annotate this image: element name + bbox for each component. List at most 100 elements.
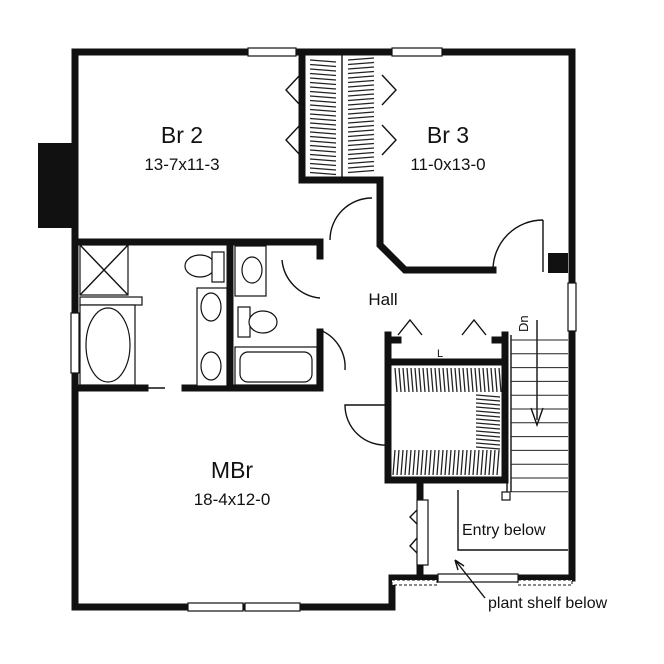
hanger bbox=[475, 434, 501, 438]
hanger bbox=[309, 77, 337, 81]
interior-walls bbox=[74, 51, 509, 582]
hanger bbox=[494, 367, 498, 393]
hanger bbox=[309, 68, 337, 72]
hanger bbox=[475, 446, 501, 450]
hanger bbox=[475, 430, 501, 434]
hanger bbox=[347, 138, 375, 142]
hanger bbox=[309, 95, 337, 99]
hanger bbox=[309, 167, 337, 171]
hanger bbox=[392, 449, 396, 476]
hanger bbox=[309, 149, 337, 153]
hanger bbox=[438, 367, 442, 393]
hanger bbox=[466, 367, 470, 393]
hanger bbox=[347, 57, 375, 61]
hanger bbox=[309, 81, 337, 86]
hanger bbox=[408, 449, 412, 476]
hanger bbox=[400, 449, 404, 476]
exterior-walls bbox=[71, 48, 576, 611]
hanger bbox=[309, 117, 337, 122]
hanger bbox=[402, 367, 406, 393]
hanger bbox=[475, 426, 501, 430]
hanger bbox=[468, 449, 472, 476]
hanger bbox=[347, 120, 375, 124]
hanger bbox=[472, 449, 476, 476]
bathroom-fixtures bbox=[79, 244, 318, 387]
hanger bbox=[426, 367, 430, 393]
hanger bbox=[436, 449, 440, 476]
hanger bbox=[309, 158, 337, 162]
hanger bbox=[309, 72, 337, 77]
hanger bbox=[347, 142, 375, 147]
hanger bbox=[488, 449, 492, 476]
hanger bbox=[412, 449, 416, 476]
hanger bbox=[420, 449, 424, 476]
hanger bbox=[309, 99, 337, 104]
plant-shelf-label: plant shelf below bbox=[488, 595, 608, 612]
hanger bbox=[414, 367, 418, 393]
hanger bbox=[424, 449, 428, 476]
hanger bbox=[475, 406, 501, 410]
hanger bbox=[309, 153, 337, 158]
hanger bbox=[454, 367, 458, 393]
hanger bbox=[309, 122, 337, 126]
hanger bbox=[462, 367, 466, 393]
windows bbox=[70, 47, 577, 612]
linen-shelf-label: L bbox=[437, 348, 443, 360]
hanger bbox=[410, 367, 414, 393]
room-name-hall: Hall bbox=[368, 290, 397, 309]
hanger bbox=[448, 449, 452, 476]
hanger bbox=[478, 367, 482, 393]
hanger bbox=[309, 131, 337, 135]
hanger bbox=[475, 398, 501, 402]
hanger bbox=[404, 449, 408, 476]
hanger bbox=[398, 367, 402, 393]
hanger bbox=[347, 169, 375, 174]
hanger bbox=[347, 70, 375, 75]
hanger bbox=[475, 410, 501, 414]
hanger bbox=[347, 88, 375, 93]
hanger bbox=[460, 449, 464, 476]
hanger bbox=[309, 59, 337, 63]
hanger bbox=[347, 151, 375, 156]
hanger bbox=[309, 135, 337, 140]
hanger bbox=[406, 367, 410, 393]
hanger bbox=[309, 90, 337, 95]
hanger bbox=[347, 102, 375, 106]
room-name-mbr: MBr bbox=[211, 457, 254, 483]
hanger bbox=[442, 367, 446, 393]
hanger bbox=[475, 394, 501, 398]
hanger bbox=[394, 367, 398, 393]
hanger bbox=[347, 75, 375, 79]
hanger bbox=[347, 84, 375, 88]
doors bbox=[145, 197, 544, 446]
hanger bbox=[475, 442, 501, 446]
hanger bbox=[475, 414, 501, 418]
hanger bbox=[396, 449, 400, 476]
hanger bbox=[428, 449, 432, 476]
hanger bbox=[482, 367, 486, 393]
hanger bbox=[475, 418, 501, 422]
hanger bbox=[446, 367, 450, 393]
plant-shelf bbox=[391, 559, 573, 599]
hanger bbox=[347, 79, 375, 84]
hanger bbox=[434, 367, 438, 393]
hanger bbox=[347, 129, 375, 133]
hanger bbox=[309, 63, 337, 68]
room-size-br3: 11-0x13-0 bbox=[410, 155, 485, 174]
hanger bbox=[347, 165, 375, 169]
stairs[interactable] bbox=[501, 320, 568, 501]
hanger bbox=[490, 367, 494, 393]
hanger bbox=[432, 449, 436, 476]
room-name-br2: Br 2 bbox=[161, 122, 203, 148]
hanger bbox=[444, 449, 448, 476]
hanger bbox=[347, 115, 375, 120]
hanger bbox=[440, 449, 444, 476]
hanger bbox=[347, 66, 375, 70]
hanger bbox=[309, 104, 337, 108]
bifold-door bbox=[409, 499, 429, 566]
hanger bbox=[309, 144, 337, 149]
hanger bbox=[347, 97, 375, 102]
hanger bbox=[309, 162, 337, 167]
column bbox=[548, 253, 568, 273]
